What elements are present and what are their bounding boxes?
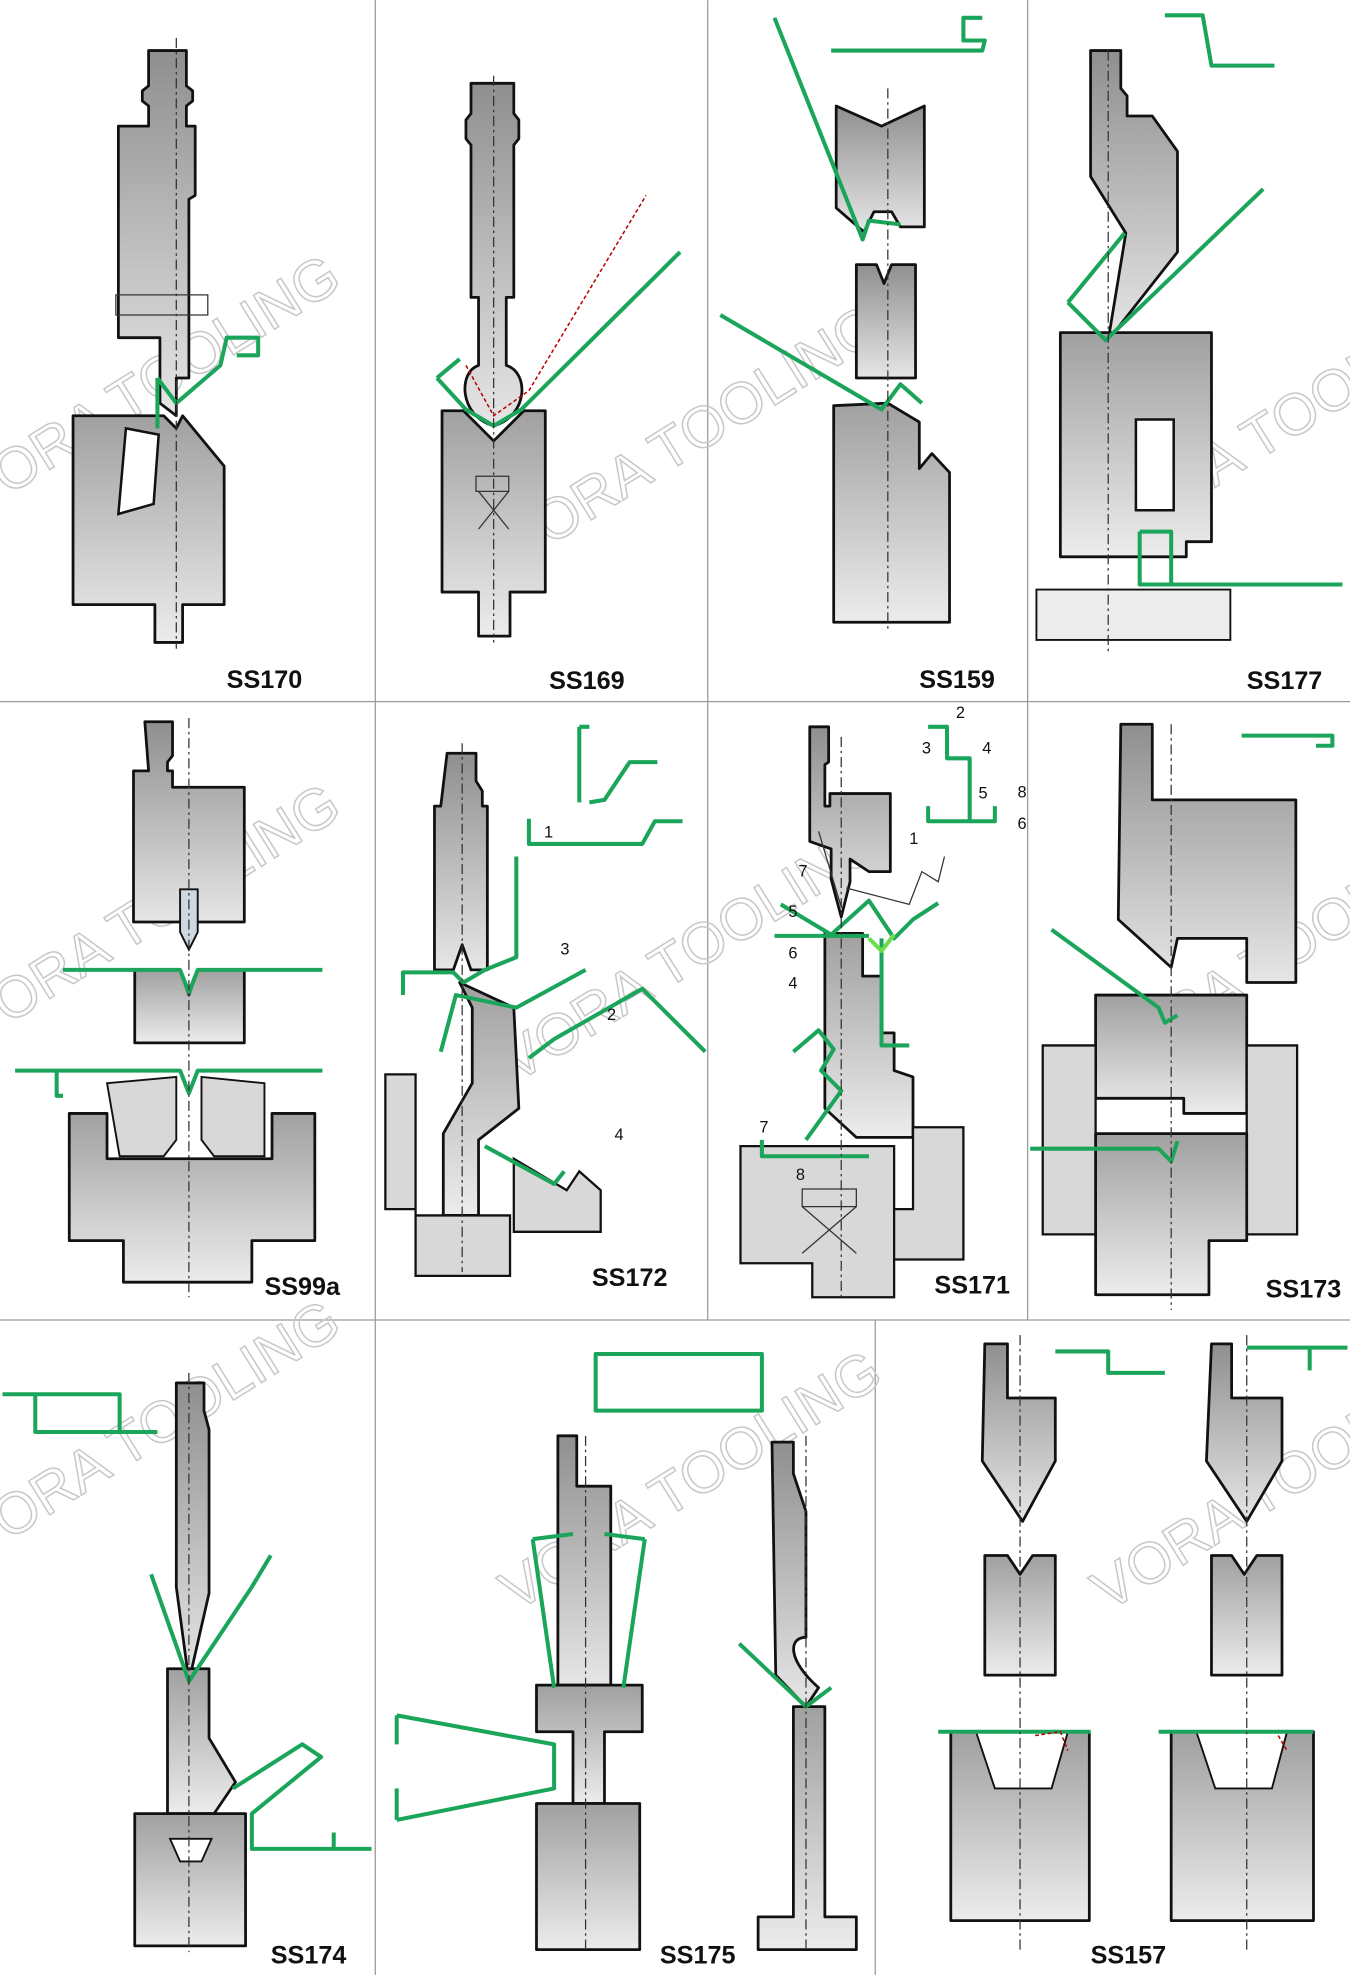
sheet-workpiece (400, 724, 707, 1186)
punch (1089, 49, 1179, 342)
annotation: 5 (788, 903, 797, 921)
panel-ss174: SS174 (2, 1372, 372, 1969)
panel-label: SS177 (1247, 667, 1323, 695)
punch (463, 81, 524, 428)
lower-die (535, 1802, 642, 1952)
annotation: 4 (788, 975, 797, 993)
punch (1116, 722, 1298, 984)
panel-ss177: SS177 (1035, 13, 1343, 695)
panel-ss157: SS157 (938, 1335, 1348, 1969)
annotation: 3 (922, 739, 931, 757)
annotation: 4 (982, 739, 991, 757)
annotation: 7 (798, 863, 807, 881)
annotation: 4 (615, 1126, 624, 1144)
annotation: 1 (909, 830, 918, 848)
annotation: 8 (796, 1166, 805, 1184)
upper-punch (834, 104, 926, 234)
upper-die (133, 968, 246, 1045)
annotation: 6 (788, 945, 797, 963)
punch (174, 1381, 211, 1683)
panel-ss99a: SS99a (15, 718, 341, 1301)
die (166, 1667, 237, 1816)
sheet-workpiece (1066, 13, 1343, 587)
panel-label: SS159 (919, 666, 995, 694)
sheet-workpiece (759, 724, 997, 1159)
punch (808, 725, 892, 919)
panel-label: SS169 (549, 667, 625, 695)
sheet-workpiece (938, 1345, 1348, 1734)
annotation: 6 (1018, 815, 1027, 833)
watermark-text: VORA TOOLING (489, 1338, 892, 1623)
punch (556, 1434, 613, 1687)
punch-right (1205, 1342, 1284, 1523)
tall-die (756, 1705, 858, 1952)
sheet-workpiece (2, 1392, 372, 1851)
panel-ss171: 2 3 4 5 8 6 1 7 5 6 4 7 8 SS171 (739, 704, 1027, 1300)
upper-die-left (983, 1554, 1057, 1677)
panel-label: SS171 (934, 1272, 1010, 1300)
panel-ss169: SS169 (435, 75, 682, 695)
panel-label: SS157 (1091, 1941, 1167, 1969)
panel-label: SS172 (592, 1264, 668, 1292)
panel-label: SS174 (271, 1941, 347, 1969)
panel-ss159: SS159 (719, 15, 995, 694)
die (71, 414, 226, 644)
sheet-workpiece (1030, 733, 1335, 1164)
lower-die (67, 1112, 317, 1284)
adapter (854, 263, 917, 380)
annotation: 7 (759, 1118, 768, 1136)
panel-label: SS175 (660, 1941, 736, 1969)
panel-ss170: SS170 (71, 37, 303, 694)
punch (433, 751, 489, 972)
sheet-workpiece (15, 967, 323, 1098)
lower-die (133, 1812, 247, 1948)
watermark-text: VORA TOOLING (489, 293, 892, 578)
punch-left (980, 1342, 1057, 1523)
annotation: 2 (956, 704, 965, 722)
annotation: 5 (978, 785, 987, 803)
panel-ss172: 1 3 2 4 SS172 (384, 724, 707, 1292)
tall-punch (770, 1440, 820, 1708)
panel-ss175: SS175 (394, 1351, 858, 1969)
upper-die-right (1210, 1554, 1284, 1677)
panel-ss173: SS173 (1030, 722, 1342, 1310)
panel-label: SS173 (1266, 1275, 1342, 1303)
annotation: 2 (607, 1006, 616, 1024)
die (832, 401, 951, 624)
die (823, 931, 915, 1139)
panel-label: SS99a (264, 1273, 341, 1301)
annotation: 1 (544, 824, 553, 842)
annotation: 8 (1018, 783, 1027, 801)
annotation: 3 (560, 941, 569, 959)
die (441, 981, 521, 1217)
panel-label: SS170 (227, 666, 303, 694)
sheet-workpiece (719, 15, 987, 412)
